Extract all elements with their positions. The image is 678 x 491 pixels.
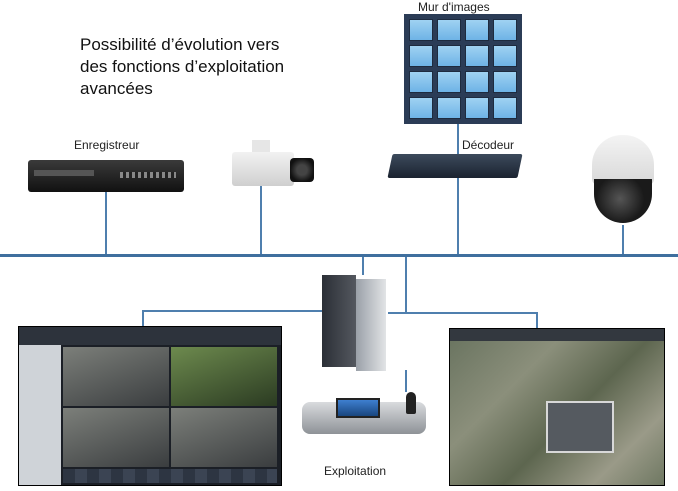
camera-view [63, 408, 169, 467]
decoder-icon [387, 154, 523, 178]
camera-link [260, 186, 262, 254]
control-keyboard-icon [302, 392, 430, 436]
network-bus [0, 254, 678, 257]
operation-label: Exploitation [324, 464, 387, 478]
camera-view [63, 347, 169, 406]
wall-decoder-link [457, 124, 459, 254]
camera-view [171, 347, 277, 406]
left-monitor-link-h [142, 310, 322, 312]
recorder-link [105, 192, 107, 254]
right-monitor-link-h [388, 312, 536, 314]
camera-mount [252, 140, 270, 154]
map-video-popup [546, 401, 614, 453]
decoder-label: Décodeur [462, 138, 515, 152]
operator-link [405, 257, 407, 313]
recorder-icon [28, 160, 184, 192]
headline: Possibilité d’évolution vers des fonctio… [80, 35, 285, 98]
server-tower-icon [322, 275, 388, 371]
camera-view [171, 408, 277, 467]
keyboard-link [405, 370, 407, 392]
video-wall-label: Mur d'images [418, 0, 490, 14]
right-monitor-link-v [536, 312, 538, 328]
recorder-label: Enregistreur [74, 138, 140, 152]
left-monitor-link-v [142, 310, 144, 326]
camera-lens [290, 158, 314, 182]
monitor-icon [18, 326, 282, 486]
server-link [362, 257, 364, 275]
map-monitor-icon [449, 328, 665, 486]
dome-link [622, 225, 624, 254]
video-wall-icon [404, 14, 522, 124]
box-camera-icon [232, 152, 294, 186]
dome-camera-icon [586, 135, 660, 225]
